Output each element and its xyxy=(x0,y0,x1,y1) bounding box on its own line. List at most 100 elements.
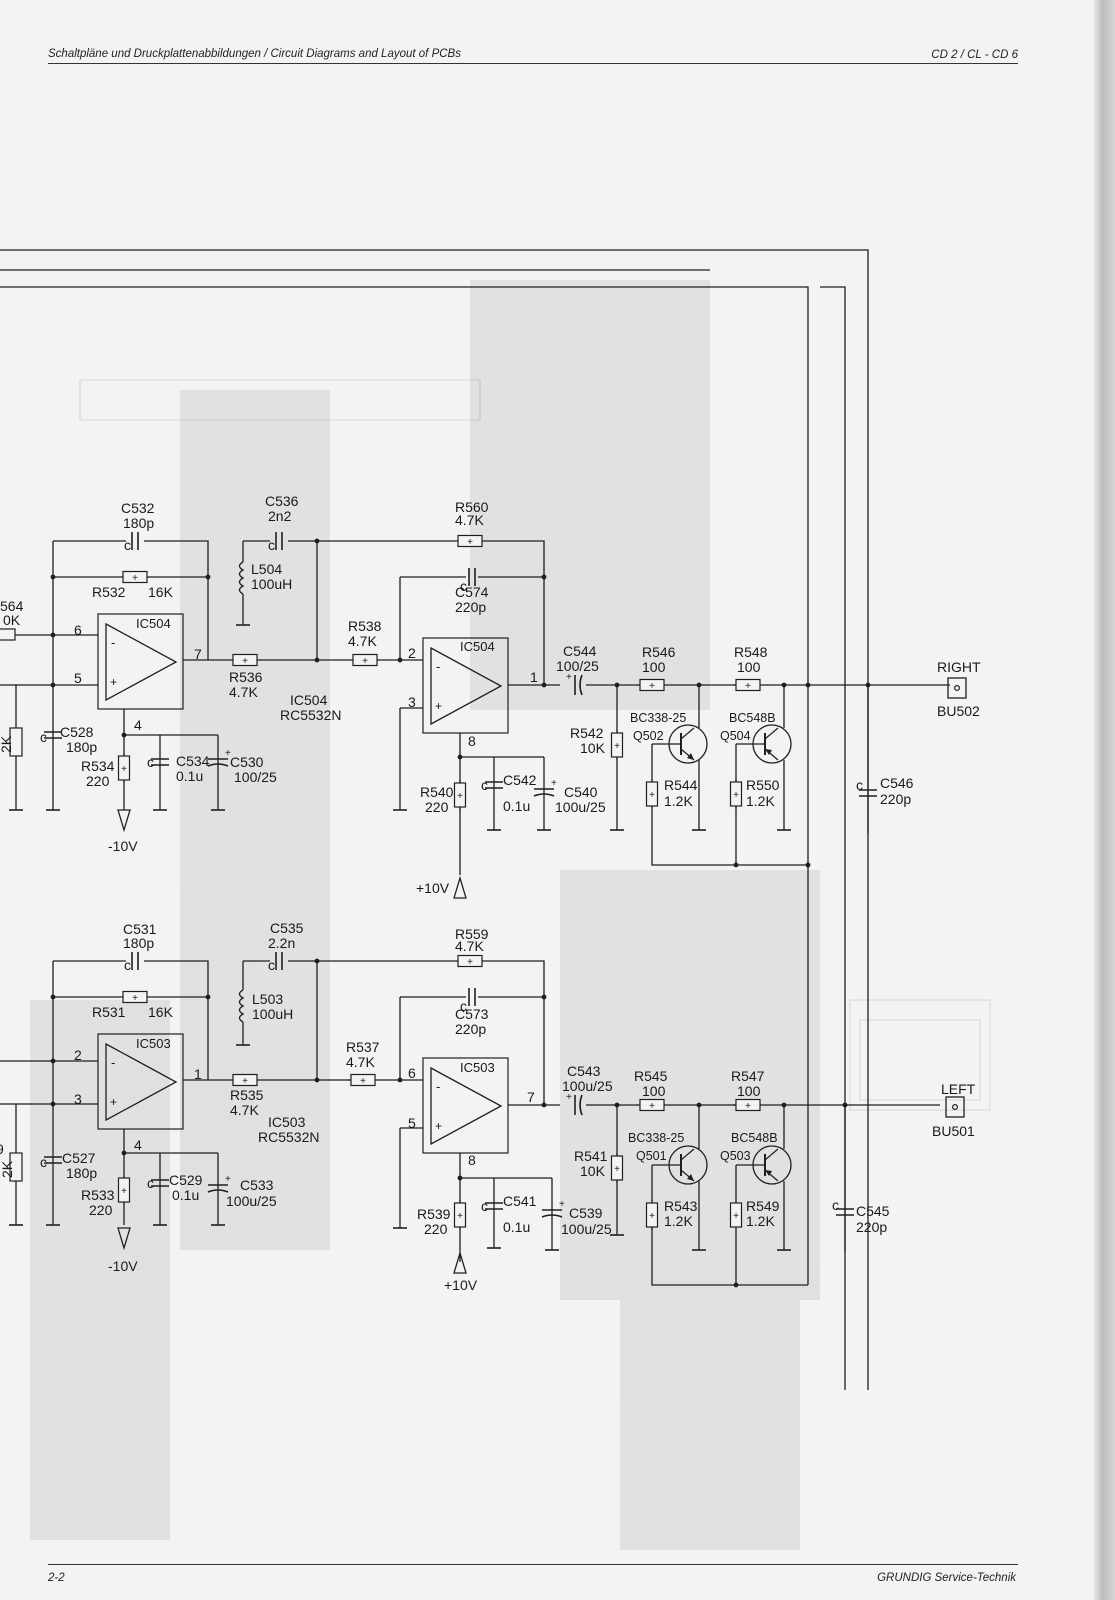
r541-value: 10K xyxy=(580,1163,606,1179)
c532-cap-mark: c xyxy=(124,537,131,553)
c542-cap-mark: c xyxy=(481,777,488,793)
r550-value: 1.2K xyxy=(746,793,775,809)
c539-ref: C539 xyxy=(569,1205,603,1221)
r559-ref: R559 xyxy=(455,926,489,942)
c534-ref: C534 xyxy=(176,753,210,769)
c539-value: 100u/25 xyxy=(561,1221,612,1237)
r546-ref: R546 xyxy=(642,644,676,660)
q504-type: BC548B xyxy=(729,711,776,725)
ic503-caption-type: RC5532N xyxy=(258,1129,319,1145)
r535-value: 4.7K xyxy=(230,1102,259,1118)
l504-value: 100uH xyxy=(251,576,292,592)
ic504a-pin4: 4 xyxy=(134,717,142,733)
r549-ref: R549 xyxy=(746,1198,780,1214)
r542-value: 10K xyxy=(580,740,606,756)
r532-value: 16K xyxy=(148,584,174,600)
c527-cap-mark: c xyxy=(40,1154,47,1170)
r540-value: 220 xyxy=(425,799,449,815)
c527-ref: C527 xyxy=(62,1150,96,1166)
r531-ref: R531 xyxy=(92,1004,126,1020)
c534-cap-mark: c xyxy=(147,754,154,770)
r546-value: 100 xyxy=(642,659,666,675)
r535-ref: R535 xyxy=(230,1087,264,1103)
c535-ref: C535 xyxy=(270,920,304,936)
c543-value: 100u/25 xyxy=(562,1078,613,1094)
c530-value: 100/25 xyxy=(234,769,277,785)
r540-ref: R540 xyxy=(420,784,454,800)
q504-ref: Q504 xyxy=(720,729,751,743)
r559-value: 4.7K xyxy=(455,938,484,954)
c533-value: 100u/25 xyxy=(226,1193,277,1209)
ic504a-pin7: 7 xyxy=(194,646,202,662)
ic504b-pin2: 2 xyxy=(408,645,416,661)
r531-value: 16K xyxy=(148,1004,174,1020)
top-neg-supply: -10V xyxy=(108,838,138,854)
c536-ref: C536 xyxy=(265,493,299,509)
ic503a-pin3: 3 xyxy=(74,1091,82,1107)
c529-cap-mark: c xyxy=(147,1175,154,1191)
c541-ref: C541 xyxy=(503,1193,537,1209)
c536-cap-mark: c xyxy=(268,537,275,553)
c544-ref: C544 xyxy=(563,643,597,659)
c573-value: 220p xyxy=(455,1021,486,1037)
c532-ref: C532 xyxy=(121,500,155,516)
r538-value: 4.7K xyxy=(348,633,377,649)
c540-ref: C540 xyxy=(564,784,598,800)
header-title: Schaltpläne und Druckplattenabbildungen … xyxy=(48,48,461,60)
c546-ref: C546 xyxy=(880,775,914,791)
c530-ref: C530 xyxy=(230,754,264,770)
c546-value: 220p xyxy=(880,791,911,807)
ic504b-pin8: 8 xyxy=(468,733,476,749)
c531-value: 180p xyxy=(123,935,154,951)
ic504b-pin1: 1 xyxy=(530,669,538,685)
l503-ref: L503 xyxy=(252,991,283,1007)
right-jack-ref: BU502 xyxy=(937,703,980,719)
r536-value: 4.7K xyxy=(229,684,258,700)
r547-ref: R547 xyxy=(731,1068,765,1084)
ic503-caption-ref: IC503 xyxy=(268,1114,306,1130)
ic503b-pin6: 6 xyxy=(408,1065,416,1081)
r537-value: 4.7K xyxy=(346,1054,375,1070)
c544-value: 100/25 xyxy=(556,658,599,674)
c574-cap-mark: c xyxy=(460,578,467,594)
c528-ref: C528 xyxy=(60,724,94,740)
r533-value: 220 xyxy=(89,1202,113,1218)
r532-ref: R532 xyxy=(92,584,126,600)
left-cut-resistor-value: 2K xyxy=(0,1160,15,1178)
ic504a-pin6: 6 xyxy=(74,622,82,638)
r543-value: 1.2K xyxy=(664,1213,693,1229)
r542-ref: R542 xyxy=(570,725,604,741)
r545-ref: R545 xyxy=(634,1068,668,1084)
r544-value: 1.2K xyxy=(664,793,693,809)
header-model: CD 2 / CL - CD 6 xyxy=(931,49,1018,61)
q501-ref: Q501 xyxy=(636,1149,667,1163)
q502-ref: Q502 xyxy=(633,729,664,743)
c529-ref: C529 xyxy=(169,1172,203,1188)
c531-ref: C531 xyxy=(123,921,157,937)
c541-value: 0.1u xyxy=(503,1219,530,1235)
c541-cap-mark: c xyxy=(481,1198,488,1214)
c529-value: 0.1u xyxy=(172,1187,199,1203)
c573-cap-mark: c xyxy=(460,998,467,1014)
c545-cap-mark: c xyxy=(832,1197,839,1213)
ic503b-pin7: 7 xyxy=(527,1089,535,1105)
r539-ref: R539 xyxy=(417,1206,451,1222)
c545-ref: C545 xyxy=(856,1203,890,1219)
left-cut-resistor-ref: 9 xyxy=(0,1141,4,1157)
top-pos-supply: +10V xyxy=(416,880,450,896)
q501-type: BC338-25 xyxy=(628,1131,684,1145)
r533-ref: R533 xyxy=(81,1187,115,1203)
left-jack-name: LEFT xyxy=(941,1081,976,1097)
c535-cap-mark: c xyxy=(268,957,275,973)
page-binding-edge xyxy=(1094,0,1115,1600)
ic504-caption-type: RC5532N xyxy=(280,707,341,723)
r545-value: 100 xyxy=(642,1083,666,1099)
top-channel: 564 0K 2K C532 180p c R532 16K IC504 6 5… xyxy=(0,493,981,899)
ic503b-ref: IC503 xyxy=(460,1060,495,1075)
ic504b-ref: IC504 xyxy=(460,639,495,654)
c540-value: 100u/25 xyxy=(555,799,606,815)
r534-ref: R534 xyxy=(81,758,115,774)
c574-value: 220p xyxy=(455,599,486,615)
